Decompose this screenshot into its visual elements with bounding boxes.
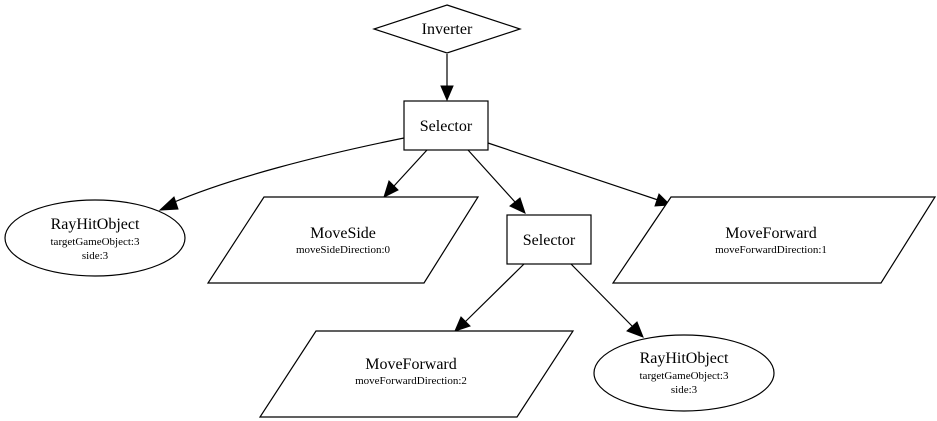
diamond-shape: [372, 4, 522, 54]
node-moveside: MoveSide moveSideDirection:0: [206, 196, 480, 284]
node-param: targetGameObject:3: [640, 370, 729, 382]
parallelogram-shape: [206, 196, 480, 284]
node-title: Selector: [420, 118, 473, 135]
node-param: moveForwardDirection:2: [355, 375, 467, 387]
node-moveforward-bottom: MoveForward moveForwardDirection:2: [258, 330, 575, 418]
node-inverter: Inverter: [372, 4, 522, 54]
ellipse-shape: [593, 334, 775, 412]
edge-selector-rayhit-left: [171, 137, 405, 204]
node-rayhit-left: RayHitObject targetGameObject:3 side:3: [4, 199, 186, 277]
node-param: moveForwardDirection:1: [715, 244, 827, 256]
node-title: Selector: [523, 232, 576, 249]
node-param: side:3: [82, 250, 109, 262]
arrowhead: [158, 196, 179, 211]
arrowhead: [509, 197, 526, 214]
node-title: MoveForward: [725, 225, 817, 242]
arrowhead: [383, 180, 399, 198]
arrowhead: [440, 85, 454, 102]
edge-selector-moveforward-right: [487, 142, 659, 201]
edge-selector-moveside: [393, 149, 428, 187]
box-shape: [506, 214, 592, 265]
node-selector-top: Selector: [403, 100, 489, 151]
parallelogram-shape: [258, 330, 575, 418]
ellipse-shape: [4, 199, 186, 277]
node-title: RayHitObject: [51, 216, 140, 233]
parallelogram-shape: [611, 196, 937, 284]
node-title: RayHitObject: [640, 350, 729, 367]
node-param: side:3: [671, 384, 698, 396]
node-title: Inverter: [422, 21, 473, 38]
node-moveforward-right: MoveForward moveForwardDirection:1: [611, 196, 937, 284]
edges: [158, 54, 672, 338]
node-title: MoveSide: [310, 225, 376, 242]
edge-selector-selector-mid: [467, 149, 516, 203]
edge-selector-mid-moveforward-bottom: [464, 263, 525, 323]
arrowhead: [454, 316, 471, 332]
node-title: MoveForward: [365, 356, 457, 373]
node-param: moveSideDirection:0: [296, 244, 391, 256]
box-shape: [403, 100, 489, 151]
node-selector-mid: Selector: [506, 214, 592, 265]
node-rayhit-bottom: RayHitObject targetGameObject:3 side:3: [593, 334, 775, 412]
arrowhead: [626, 321, 644, 338]
edge-selector-mid-rayhit-bottom: [570, 263, 633, 327]
node-param: targetGameObject:3: [51, 236, 140, 248]
